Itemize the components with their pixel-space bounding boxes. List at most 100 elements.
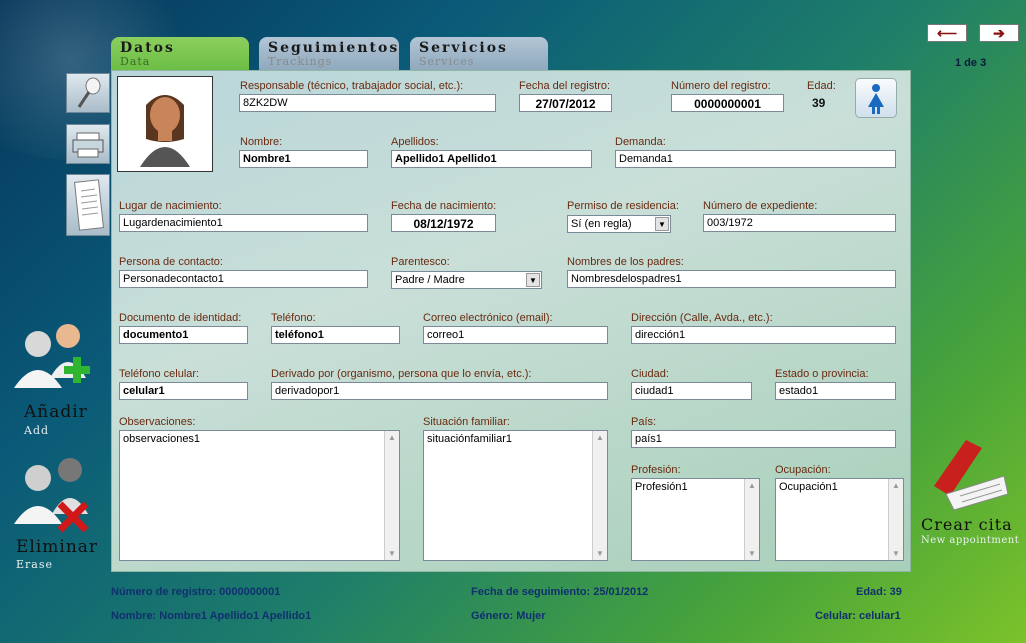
correo-label: Correo electrónico (email): [423, 312, 553, 324]
create-appointment-sublabel: New appointment [921, 535, 1020, 546]
gender-button[interactable] [855, 78, 897, 118]
printer-icon [72, 132, 104, 158]
print-button[interactable] [66, 124, 110, 164]
pen-icon [77, 77, 101, 108]
fecha-nacimiento-field[interactable]: 08/12/1972 [391, 214, 496, 232]
fecha-registro-label: Fecha del registro: [519, 80, 611, 92]
demanda-label: Demanda: [615, 136, 666, 148]
telefono-field[interactable]: teléfono1 [271, 326, 400, 344]
dropdown-arrow-icon[interactable]: ▼ [526, 273, 540, 287]
profesion-textarea[interactable]: Profesión1 ▲▼ [631, 478, 760, 561]
nombre-label: Nombre: [240, 136, 283, 148]
apellidos-field[interactable]: Apellido1 Apellido1 [391, 150, 592, 168]
observaciones-label: Observaciones: [119, 416, 196, 428]
parentesco-select[interactable]: Padre / Madre ▼ [391, 271, 542, 289]
appointment-book-icon [934, 440, 1009, 511]
profesion-value: Profesión1 [635, 481, 688, 493]
situacion-familiar-textarea[interactable]: situaciónfamiliar1 ▲▼ [423, 430, 608, 561]
report-button[interactable] [66, 174, 110, 236]
create-appointment-button[interactable] [926, 436, 1010, 512]
situacion-familiar-value: situaciónfamiliar1 [427, 433, 512, 445]
observaciones-scrollbar[interactable]: ▲▼ [384, 431, 399, 560]
ocupacion-scrollbar[interactable]: ▲▼ [888, 479, 903, 560]
numero-expediente-field[interactable]: 003/1972 [703, 214, 896, 232]
correo-field[interactable]: correo1 [423, 326, 608, 344]
person-photo[interactable] [117, 76, 213, 172]
add-sublabel: Add [24, 424, 50, 437]
estado-label: Estado o provincia: [775, 368, 869, 380]
profesion-label: Profesión: [631, 464, 681, 476]
tab-servicios-sub: Services [419, 55, 475, 68]
tab-datos[interactable]: Datos Data [111, 37, 249, 71]
telefono-celular-field[interactable]: celular1 [119, 382, 248, 400]
numero-registro-field[interactable]: 0000000001 [671, 94, 784, 112]
situacion-familiar-scrollbar[interactable]: ▲▼ [592, 431, 607, 560]
observaciones-value: observaciones1 [123, 433, 201, 445]
situacion-familiar-label: Situación familiar: [423, 416, 510, 428]
prev-record-button[interactable]: ⟵ [927, 24, 967, 42]
documento-field[interactable]: documento1 [119, 326, 248, 344]
telefono-celular-label: Teléfono celular: [119, 368, 200, 380]
person-avatar-icon [140, 95, 190, 167]
direccion-field[interactable]: dirección1 [631, 326, 896, 344]
numero-expediente-label: Número de expediente: [703, 200, 818, 212]
observaciones-textarea[interactable]: observaciones1 ▲▼ [119, 430, 400, 561]
nombre-field[interactable]: Nombre1 [239, 150, 368, 168]
numero-registro-label: Número del registro: [671, 80, 771, 92]
tab-datos-sub: Data [120, 55, 151, 68]
ciudad-field[interactable]: ciudad1 [631, 382, 752, 400]
profesion-scrollbar[interactable]: ▲▼ [744, 479, 759, 560]
edad-value: 39 [812, 96, 826, 110]
nombres-padres-field[interactable]: Nombresdelospadres1 [567, 270, 896, 288]
apellidos-label: Apellidos: [391, 136, 439, 148]
responsable-field[interactable]: 8ZK2DW [239, 94, 496, 112]
derivado-por-label: Derivado por (organismo, persona que lo … [271, 368, 532, 380]
footer-genero: Género: Mujer [471, 610, 546, 622]
permiso-residencia-select[interactable]: Sí (en regla) ▼ [567, 215, 671, 233]
ocupacion-value: Ocupación1 [779, 481, 838, 493]
add-users-icon [14, 324, 90, 388]
add-button[interactable] [8, 318, 100, 400]
lugar-nacimiento-label: Lugar de nacimiento: [119, 200, 222, 212]
add-label: Añadir [24, 402, 88, 422]
ciudad-label: Ciudad: [631, 368, 669, 380]
tab-servicios[interactable]: Servicios Services [410, 37, 548, 71]
next-record-button[interactable]: ➔ [979, 24, 1019, 42]
erase-sublabel: Erase [16, 558, 54, 571]
persona-contacto-label: Persona de contacto: [119, 256, 223, 268]
tab-servicios-label: Servicios [419, 40, 508, 56]
documento-label: Documento de identidad: [119, 312, 242, 324]
footer-edad: Edad: 39 [856, 586, 902, 598]
pais-field[interactable]: país1 [631, 430, 896, 448]
tab-datos-label: Datos [120, 40, 175, 56]
parentesco-value: Padre / Madre [395, 274, 465, 286]
direccion-label: Dirección (Calle, Avda., etc.): [631, 312, 773, 324]
arrow-right-icon: ➔ [993, 25, 1005, 41]
dropdown-arrow-icon[interactable]: ▼ [655, 217, 669, 231]
erase-button[interactable] [8, 452, 100, 536]
ocupacion-label: Ocupación: [775, 464, 831, 476]
tab-seguimientos-label: Seguimientos [268, 40, 400, 56]
telefono-label: Teléfono: [271, 312, 316, 324]
footer-fecha-seguimiento: Fecha de seguimiento: 25/01/2012 [471, 586, 649, 598]
permiso-residencia-value: Sí (en regla) [571, 218, 632, 230]
lugar-nacimiento-field[interactable]: Lugardenacimiento1 [119, 214, 368, 232]
demanda-field[interactable]: Demanda1 [615, 150, 896, 168]
edad-label: Edad: [807, 80, 836, 92]
nombres-padres-label: Nombres de los padres: [567, 256, 684, 268]
arrow-left-icon: ⟵ [936, 25, 958, 41]
persona-contacto-field[interactable]: Personadecontacto1 [119, 270, 368, 288]
permiso-residencia-label: Permiso de residencia: [567, 200, 679, 212]
fecha-nacimiento-label: Fecha de nacimiento: [391, 200, 497, 212]
create-appointment-label: Crear cita [921, 515, 1013, 534]
erase-users-icon [14, 458, 89, 533]
derivado-por-field[interactable]: derivadopor1 [271, 382, 608, 400]
tab-seguimientos[interactable]: Seguimientos Trackings [259, 37, 399, 71]
edit-button[interactable] [66, 73, 110, 113]
parentesco-label: Parentesco: [391, 256, 450, 268]
document-icon [74, 179, 104, 231]
estado-field[interactable]: estado1 [775, 382, 896, 400]
page-indicator: 1 de 3 [955, 57, 987, 69]
ocupacion-textarea[interactable]: Ocupación1 ▲▼ [775, 478, 904, 561]
fecha-registro-field[interactable]: 27/07/2012 [519, 94, 612, 112]
